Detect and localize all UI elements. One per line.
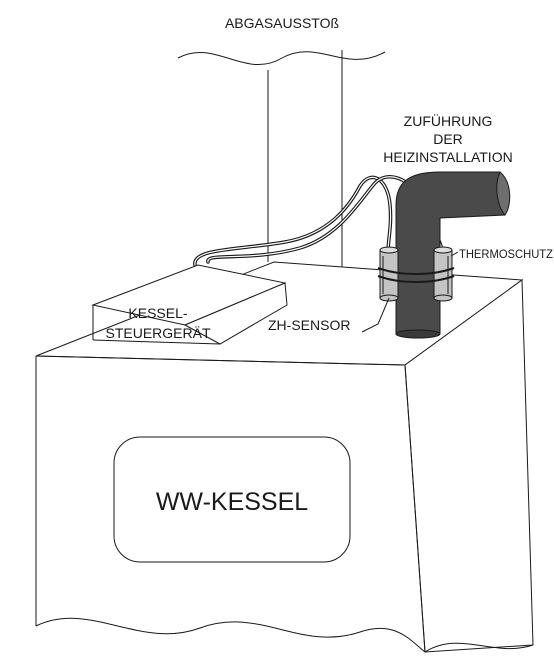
controller-label-line2: STEUERGERÄT	[105, 325, 210, 341]
boiler-label: WW-KESSEL	[156, 488, 308, 516]
exhaust-flue	[177, 50, 386, 290]
zh-sensor	[379, 246, 399, 302]
controller-label-line1: KESSEL-	[128, 305, 187, 321]
thermal-protection	[433, 246, 453, 302]
supply-label-line2: DER	[433, 131, 463, 147]
supply-label-line1: ZUFÜHRUNG	[404, 112, 493, 129]
controller-box: KESSEL- STEUERGERÄT	[91, 264, 288, 345]
name-plate: WW-KESSEL	[113, 436, 351, 563]
pipe-clamp	[377, 267, 455, 283]
heating-pipe	[395, 171, 511, 339]
leader-lines	[361, 251, 459, 333]
supply-label-line3: HEIZINSTALLATION	[383, 149, 512, 165]
thermo-label: THERMOSCHUTZ	[459, 247, 553, 261]
boiler-body	[35, 261, 534, 653]
exhaust-label: ABGASAUSSTOß	[225, 15, 339, 31]
sensor-label: ZH-SENSOR	[268, 317, 350, 333]
